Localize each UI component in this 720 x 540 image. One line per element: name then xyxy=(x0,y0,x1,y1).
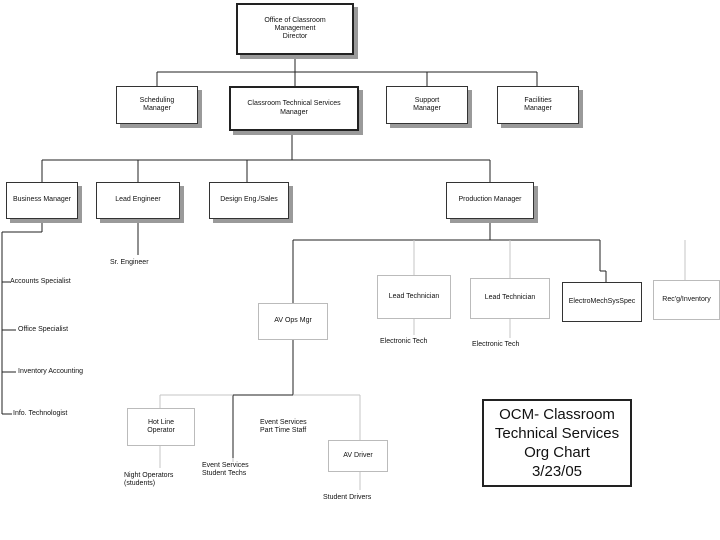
sr-engineer-label: Sr. Engineer xyxy=(110,259,149,266)
av-ops-label: AV Ops Mgr xyxy=(274,317,312,325)
event-services-parttime-line2: Part Time Staff xyxy=(260,427,307,435)
electromech-box: ElectroMechSysSpec xyxy=(562,282,642,322)
electronic-tech-label-2: Electronic Tech xyxy=(472,341,520,348)
title-line2: Technical Services xyxy=(494,425,620,442)
night-operators-line1: Night Operators xyxy=(124,472,174,479)
business-label: Business Manager xyxy=(13,196,71,204)
director-line3: Director xyxy=(282,33,308,41)
av-driver-box: AV Driver xyxy=(328,440,388,472)
facilities-line1: Facilities xyxy=(524,96,552,104)
electronic-tech-label-1: Electronic Tech xyxy=(380,338,428,345)
director-line1: Office of Classroom xyxy=(264,16,326,24)
receiving-inventory-box: Rec'g/Inventory xyxy=(653,280,720,320)
scheduling-line2: Manager xyxy=(143,105,171,112)
receiving-label: Rec'g/Inventory xyxy=(662,295,711,303)
business-manager-box: Business Manager xyxy=(6,182,78,219)
title-date: 3/23/05 xyxy=(531,463,583,480)
support-manager-box: Support Manager xyxy=(386,86,468,124)
event-services-parttime-label: Event Services Part Time Staff xyxy=(260,419,307,435)
lead-tech-2-label: Lead Technician xyxy=(484,294,536,302)
director-line2: Management xyxy=(274,24,316,32)
support-line2: Manager xyxy=(413,105,441,112)
production-label: Production Manager xyxy=(458,196,522,204)
av-ops-manager-box: AV Ops Mgr xyxy=(258,303,328,340)
lead-engineer-label: Lead Engineer xyxy=(115,196,161,204)
lead-tech-1-label: Lead Technician xyxy=(388,292,440,300)
hot-line-line1: Hot Line xyxy=(147,418,175,426)
cts-line2: Manager xyxy=(280,108,308,116)
cts-manager-box: Classroom Technical Services Manager xyxy=(229,86,359,131)
night-operators-line2: (students) xyxy=(124,480,156,488)
accounts-specialist-label: Accounts Specialist xyxy=(10,278,71,285)
lead-technician-box-2: Lead Technician xyxy=(470,278,550,319)
facilities-manager-box: Facilities Manager xyxy=(497,86,579,124)
director-box: Office of Classroom Management Director xyxy=(236,3,354,55)
event-services-student-line2: Student Techs xyxy=(202,470,247,478)
title-line3: Org Chart xyxy=(524,444,590,461)
design-eng-label: Design Eng./Sales xyxy=(220,196,278,204)
facilities-line2: Manager xyxy=(524,105,552,112)
production-manager-box: Production Manager xyxy=(446,182,534,219)
lead-engineer-box: Lead Engineer xyxy=(96,182,180,219)
info-technologist-label: Info. Technologist xyxy=(13,410,68,417)
hot-line-operator-box: Hot Line Operator xyxy=(127,408,195,446)
scheduling-manager-box: Scheduling Manager xyxy=(116,86,198,124)
event-services-student-label: Event Services Student Techs xyxy=(202,462,249,478)
night-operators-label: Night Operators (students) xyxy=(124,472,173,488)
cts-line1: Classroom Technical Services xyxy=(247,100,341,108)
design-eng-box: Design Eng./Sales xyxy=(209,182,289,219)
event-services-student-line1: Event Services xyxy=(202,462,249,469)
support-line1: Support xyxy=(414,96,440,104)
title-line1: OCM- Classroom xyxy=(499,406,615,423)
scheduling-line1: Scheduling xyxy=(139,96,175,104)
electromech-label: ElectroMechSysSpec xyxy=(568,297,636,305)
office-specialist-label: Office Specialist xyxy=(18,326,69,333)
chart-title-box: OCM- Classroom Technical Services Org Ch… xyxy=(482,399,632,487)
av-driver-label: AV Driver xyxy=(343,451,373,459)
lead-technician-box-1: Lead Technician xyxy=(377,275,451,319)
hot-line-line2: Operator xyxy=(147,427,175,434)
student-drivers-label: Student Drivers xyxy=(323,494,372,501)
inventory-accounting-label: Inventory Accounting xyxy=(18,368,83,375)
event-services-parttime-line1: Event Services xyxy=(260,419,307,426)
